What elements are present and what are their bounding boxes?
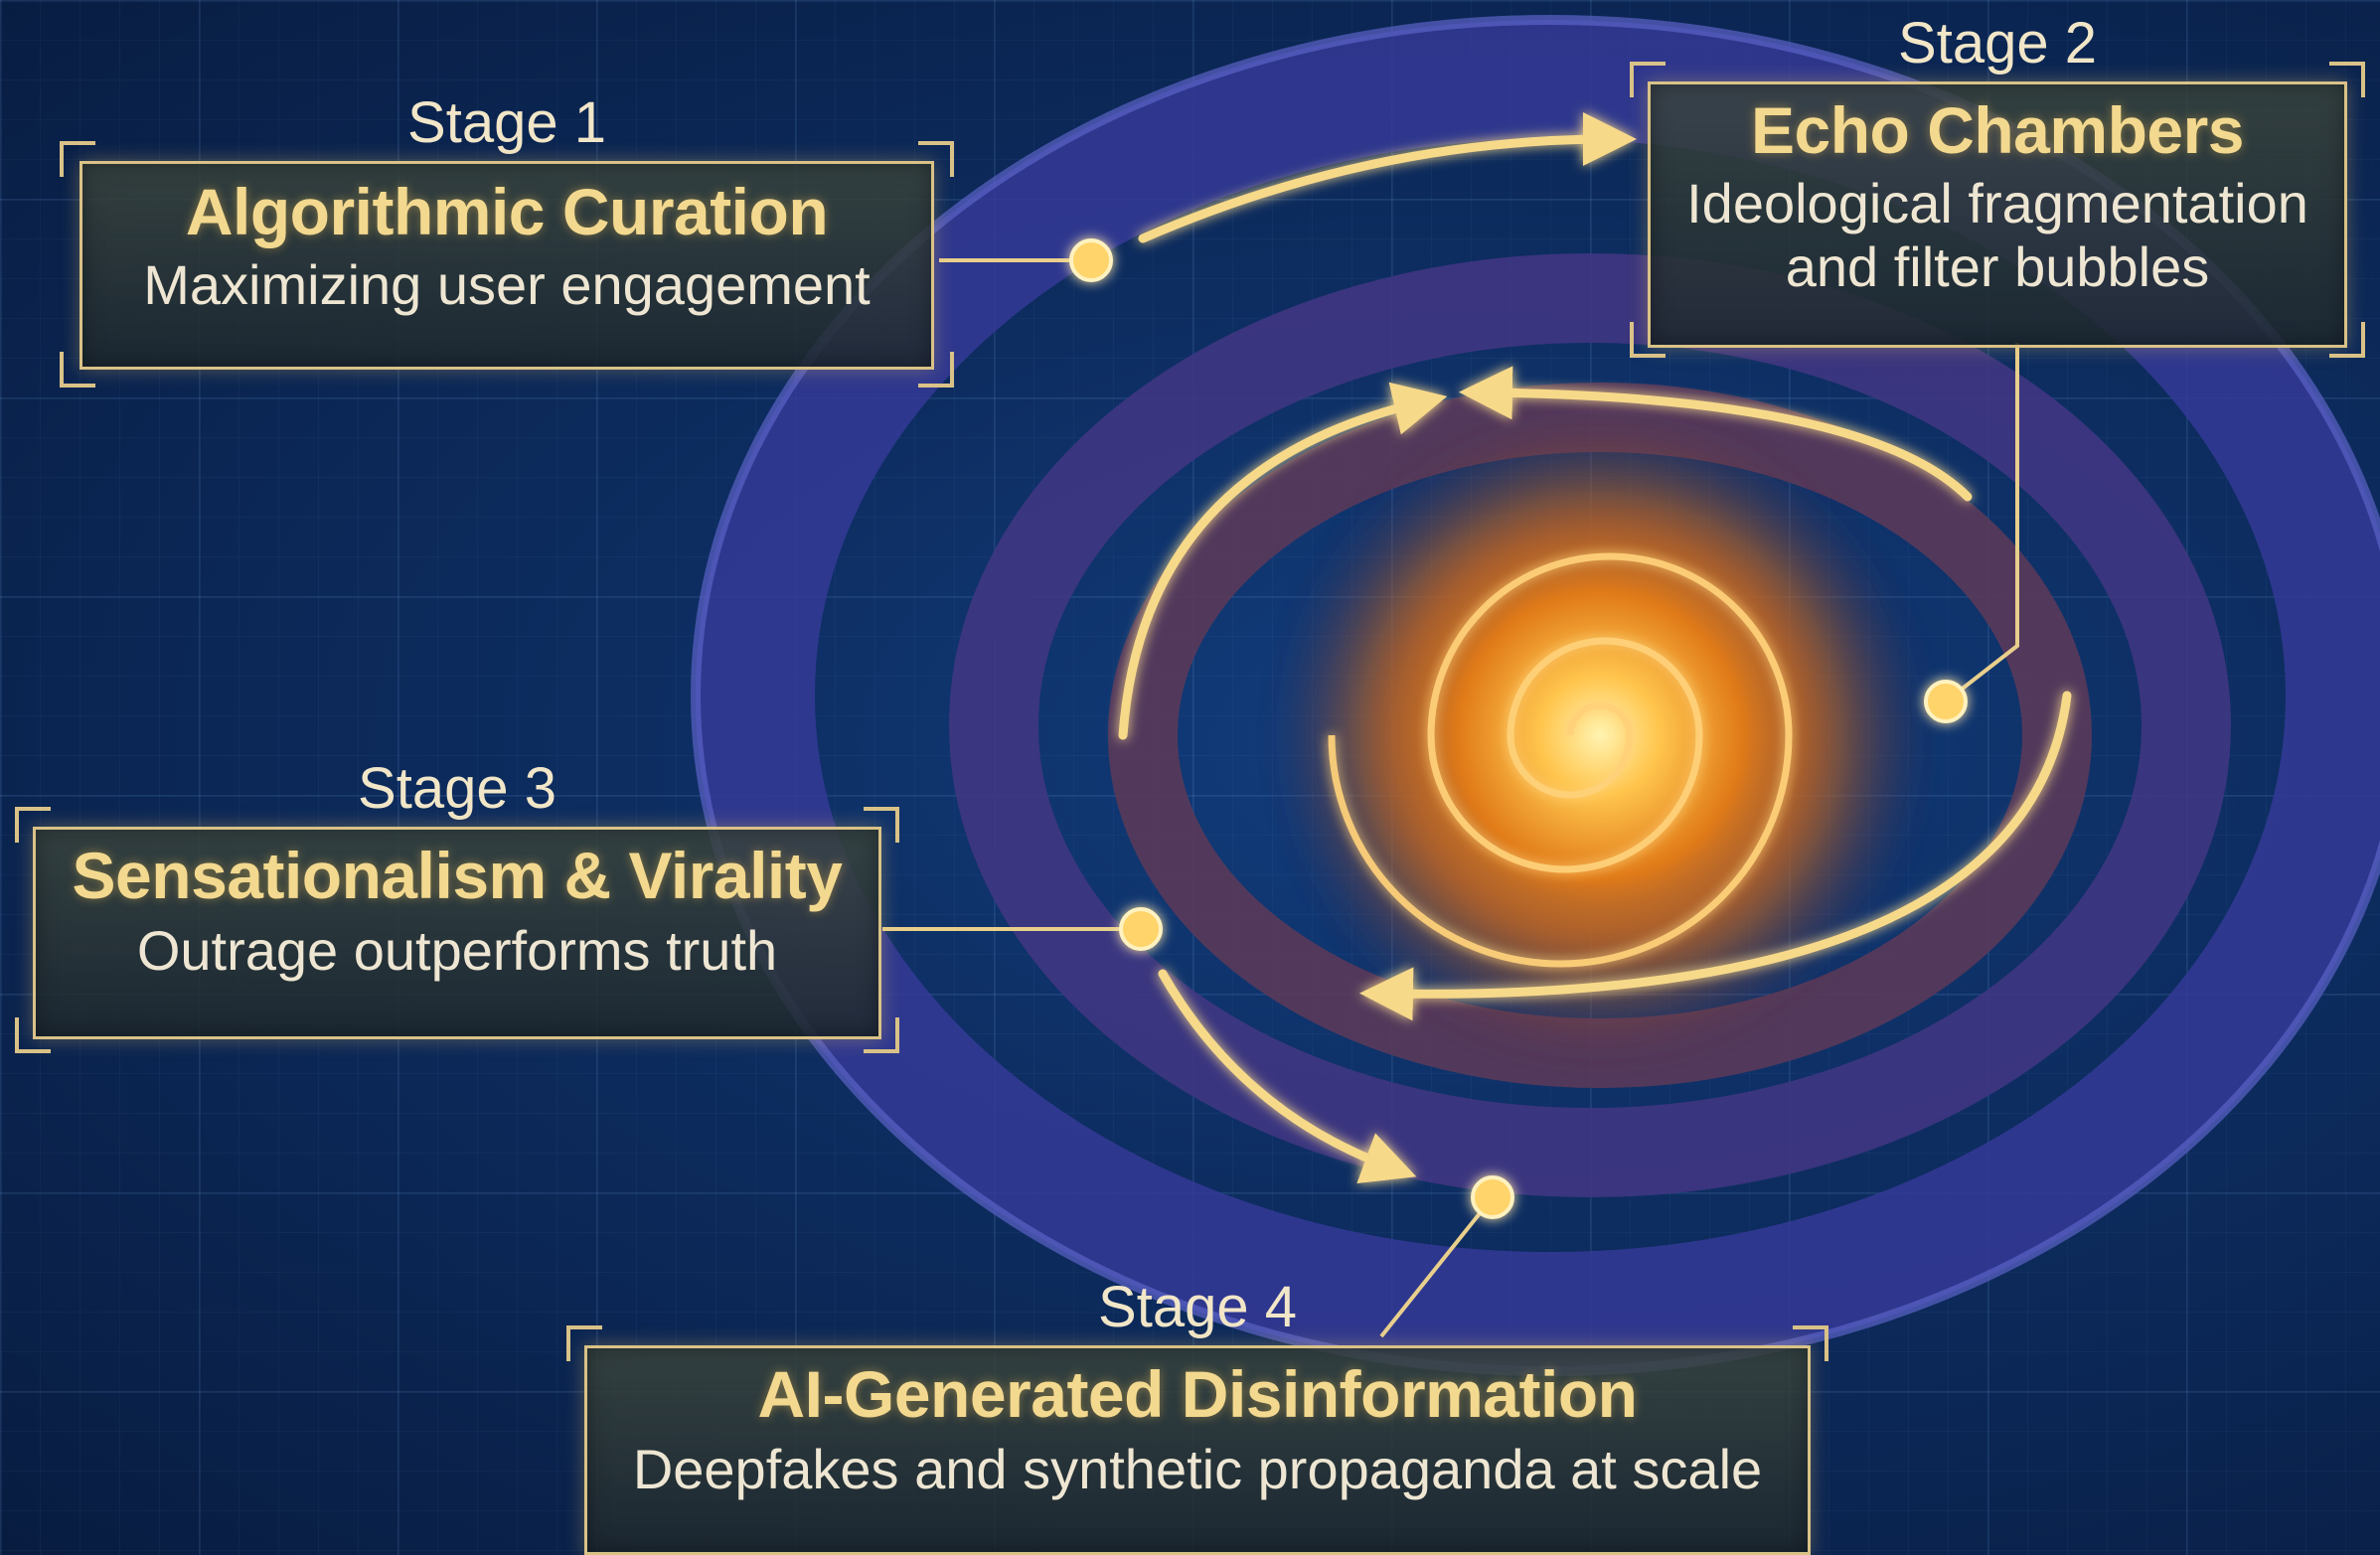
bracket-corner [15,1017,51,1053]
bracket-corner [15,807,51,843]
bracket-corner [1630,322,1666,358]
outer-ring [696,20,2380,1371]
arrow-icon [1118,382,1448,740]
stage-3-title: Sensationalism & Virality [72,839,843,912]
bracket-corner [566,1325,602,1361]
bracket-corner [2329,62,2365,97]
bracket-corner [918,141,954,177]
stage-3: Stage 3 Sensationalism & Virality Outrag… [15,755,899,1053]
bracket-corner [2329,322,2365,358]
stage-4: Stage 4 AI-Generated Disinformation Deep… [566,1274,1828,1555]
connector-node-icon [1119,907,1163,951]
stage-3-desc: Outrage outperforms truth [136,919,778,982]
bracket-corner [864,807,899,843]
stage-4-tag: Stage 4 [1098,1275,1297,1339]
stage-4-title: AI-Generated Disinformation [757,1357,1638,1431]
stage-1-desc: Maximizing user engagement [143,253,871,316]
connector-node-icon [1069,238,1113,282]
connector-stage-2 [1944,343,2019,703]
stage-2-tag: Stage 2 [1898,11,2097,76]
bracket-corner [1793,1325,1828,1361]
stage-2: Stage 2 Echo Chambers Ideological fragme… [1630,10,2365,358]
stage-1: Stage 1 Algorithmic Curation Maximizing … [60,89,954,388]
stage-4-panel: AI-Generated Disinformation Deepfakes an… [584,1345,1811,1555]
stage-3-panel: Sensationalism & Virality Outrage outper… [33,827,881,1039]
spiral-lines [1328,552,1793,968]
connector-node-icon [1471,1175,1514,1219]
bracket-corner [918,352,954,388]
stage-3-tag: Stage 3 [358,756,556,821]
arrow-icon [1359,691,2072,1021]
stage-1-panel: Algorithmic Curation Maximizing user eng… [79,161,934,370]
bracket-corner [864,1017,899,1053]
stage-2-title: Echo Chambers [1751,93,2244,167]
arrow-icon [1138,112,1637,243]
bracket-corner [60,352,95,388]
ring-2 [949,253,2231,1197]
arrow-icon [1459,366,1973,502]
arrow-icon [1158,969,1417,1184]
bracket-corner [1630,62,1666,97]
stage-1-tag: Stage 1 [407,90,606,155]
connector-stage-4 [1379,1195,1495,1338]
stage-1-title: Algorithmic Curation [185,175,829,248]
stage-2-panel: Echo Chambers Ideological fragmentation … [1648,81,2347,348]
connector-node-icon [1924,680,1968,723]
stage-2-desc: Ideological fragmentation and filter bub… [1686,172,2308,299]
stage-4-desc: Deepfakes and synthetic propaganda at sc… [632,1438,1763,1500]
bracket-corner [60,141,95,177]
